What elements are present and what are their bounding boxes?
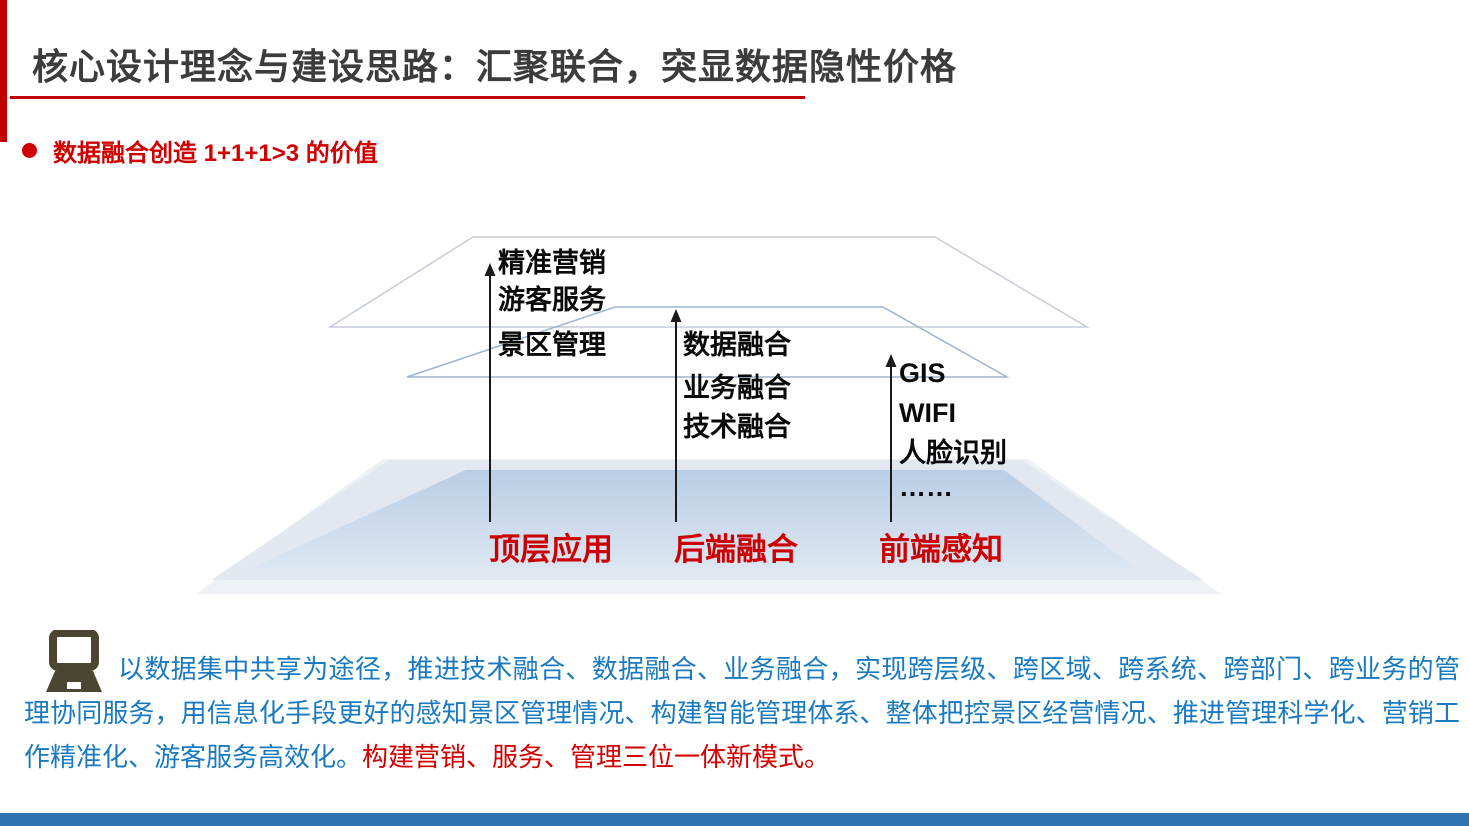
diagram-item: WIFI (899, 398, 956, 428)
diagram-item: 技术融合 (683, 412, 791, 442)
bullet-heading: 数据融合创造 1+1+1>3 的价值 (53, 140, 378, 167)
left-accent-bar (0, 0, 7, 142)
column-label-frontend-sensing: 前端感知 (879, 532, 1003, 567)
diagram-item: 人脸识别 (899, 438, 1007, 468)
bottom-accent-bar (0, 813, 1469, 826)
plane-top-applications (327, 236, 1090, 328)
diagram-item: 数据融合 (683, 330, 791, 360)
diagram-item: GIS (899, 358, 946, 388)
platform-base (196, 459, 1221, 594)
diagram-item: 业务融合 (683, 373, 791, 403)
bullet-dot-icon (22, 143, 37, 158)
title-underline (10, 96, 805, 99)
column-label-top-applications: 顶层应用 (489, 532, 613, 567)
diagram-item: 游客服务 (498, 285, 606, 315)
footer-text-blue: 以数据集中共享为途径，推进技术融合、数据融合、业务融合，实现跨层级、跨区域、跨系… (24, 654, 1460, 772)
footer-paragraph: 以数据集中共享为途径，推进技术融合、数据融合、业务融合，实现跨层级、跨区域、跨系… (24, 647, 1460, 779)
diagram-item: 景区管理 (498, 330, 606, 360)
arrow-top-applications (484, 263, 496, 522)
arrow-frontend-sensing (885, 354, 897, 522)
arrow-backend-fusion (670, 309, 682, 522)
page-title: 核心设计理念与建设思路：汇聚联合，突显数据隐性价格 (32, 46, 958, 87)
column-label-backend-fusion: 后端融合 (674, 532, 798, 567)
diagram-item-ellipsis: …… (899, 472, 953, 502)
bullet-row: 数据融合创造 1+1+1>3 的价值 (22, 133, 378, 168)
diagram-item: 精准营销 (498, 248, 606, 278)
footer-text-red: 构建营销、服务、管理三位一体新模式。 (362, 742, 831, 772)
laptop-icon (46, 630, 102, 692)
